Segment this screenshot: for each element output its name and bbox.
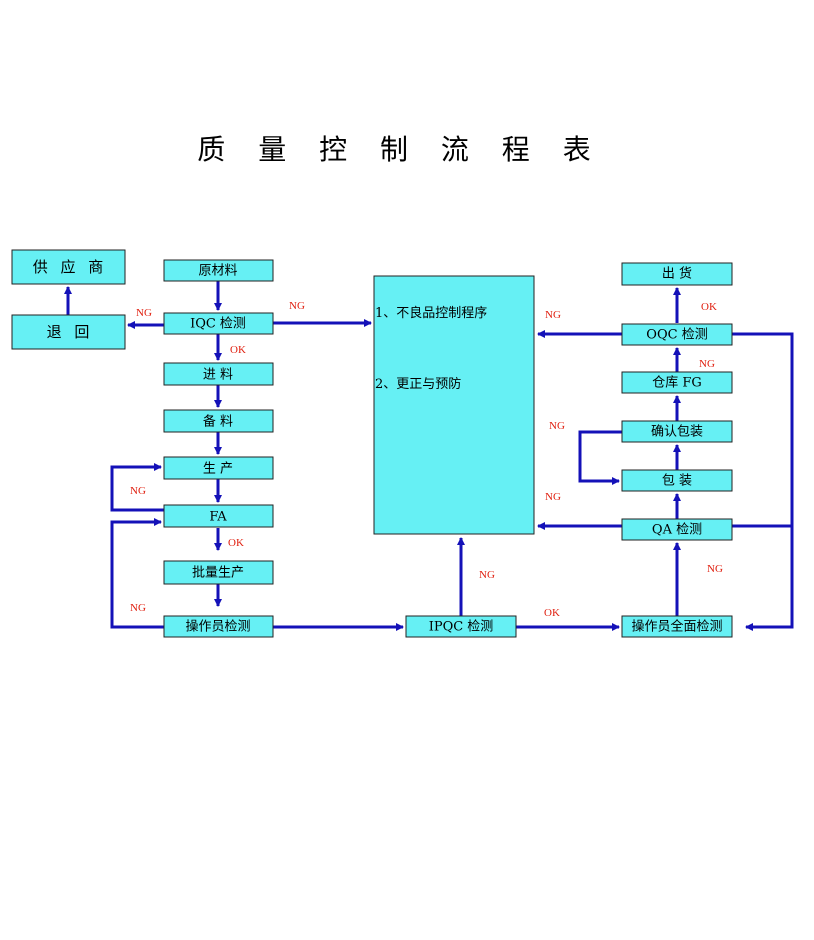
arrow-confirm-ng-to-packing xyxy=(578,430,623,485)
node-oqc: OQC 检测 xyxy=(621,323,733,346)
node-production-label: 生 产 xyxy=(203,462,233,477)
node-confirm-packing-label: 确认包装 xyxy=(651,425,703,440)
node-supplier: 供 应 商 xyxy=(11,249,126,285)
label-ok-iqc: OK xyxy=(230,344,246,356)
label-ng-qa: NG xyxy=(545,491,561,503)
control-item-2: 2、更正与预防 xyxy=(375,376,461,392)
node-packing: 包 装 xyxy=(621,469,733,492)
label-ng-fa: NG xyxy=(130,485,146,497)
node-incoming: 进 料 xyxy=(163,362,274,386)
label-ok-oqc: OK xyxy=(701,301,717,313)
node-oqc-label: OQC 检测 xyxy=(646,328,707,343)
label-ng-warehouse: NG xyxy=(699,358,715,370)
connectors xyxy=(64,281,794,631)
node-shipping-label: 出 货 xyxy=(662,266,692,282)
node-ipqc-label: IPQC 检测 xyxy=(429,620,494,635)
label-ng-operator: NG xyxy=(130,602,146,614)
label-ng-iqc-control: NG xyxy=(289,300,305,312)
control-procedure-box xyxy=(373,275,535,535)
node-incoming-label: 进 料 xyxy=(203,368,233,383)
node-raw-material-label: 原材料 xyxy=(198,264,237,279)
node-iqc: IQC 检测 xyxy=(163,312,274,335)
label-ok-fa: OK xyxy=(228,537,244,549)
node-supplier-label: 供 应 商 xyxy=(33,258,108,276)
node-fa: FA xyxy=(163,504,274,528)
control-item-1: 1、不良品控制程序 xyxy=(375,305,487,321)
label-ng-oqc: NG xyxy=(545,309,561,321)
node-ipqc: IPQC 检测 xyxy=(405,615,517,638)
arrow-fa-ng-to-production xyxy=(110,463,164,512)
label-ng-confirm: NG xyxy=(549,420,565,432)
node-prepare: 备 料 xyxy=(163,409,274,433)
arrow-oqc-ng-to-full-check xyxy=(732,332,794,631)
arrow-operator-ng-to-fa xyxy=(110,518,164,629)
node-return: 退 回 xyxy=(11,314,126,350)
label-ng-full-check: NG xyxy=(707,563,723,575)
node-qa: QA 检测 xyxy=(621,518,733,541)
node-warehouse: 仓库 FG xyxy=(621,371,733,394)
node-shipping: 出 货 xyxy=(621,262,733,286)
node-production: 生 产 xyxy=(163,456,274,480)
label-ok-ipqc: OK xyxy=(544,607,560,619)
node-return-label: 退 回 xyxy=(47,323,94,341)
node-raw-material: 原材料 xyxy=(163,259,274,282)
node-operator-check-label: 操作员检测 xyxy=(185,619,250,635)
flow-labels: NG NG OK NG OK NG NG OK NG OK NG NG NG N… xyxy=(130,300,723,619)
node-confirm-packing: 确认包装 xyxy=(621,420,733,443)
node-warehouse-label: 仓库 FG xyxy=(652,375,702,391)
label-ng-ipqc: NG xyxy=(479,569,495,581)
label-ng-iqc-return: NG xyxy=(136,307,152,319)
node-mass-production-label: 批量生产 xyxy=(192,566,244,581)
node-prepare-label: 备 料 xyxy=(203,414,233,430)
page-title: 质 量 控 制 流 程 表 xyxy=(197,133,603,166)
node-fa-label: FA xyxy=(209,510,227,525)
node-packing-label: 包 装 xyxy=(662,474,692,489)
node-operator-full-check-label: 操作员全面检测 xyxy=(631,619,722,635)
node-operator-check: 操作员检测 xyxy=(163,615,274,638)
node-operator-full-check: 操作员全面检测 xyxy=(621,615,733,638)
node-qa-label: QA 检测 xyxy=(652,523,702,538)
node-mass-production: 批量生产 xyxy=(163,560,274,585)
node-iqc-label: IQC 检测 xyxy=(190,317,246,332)
